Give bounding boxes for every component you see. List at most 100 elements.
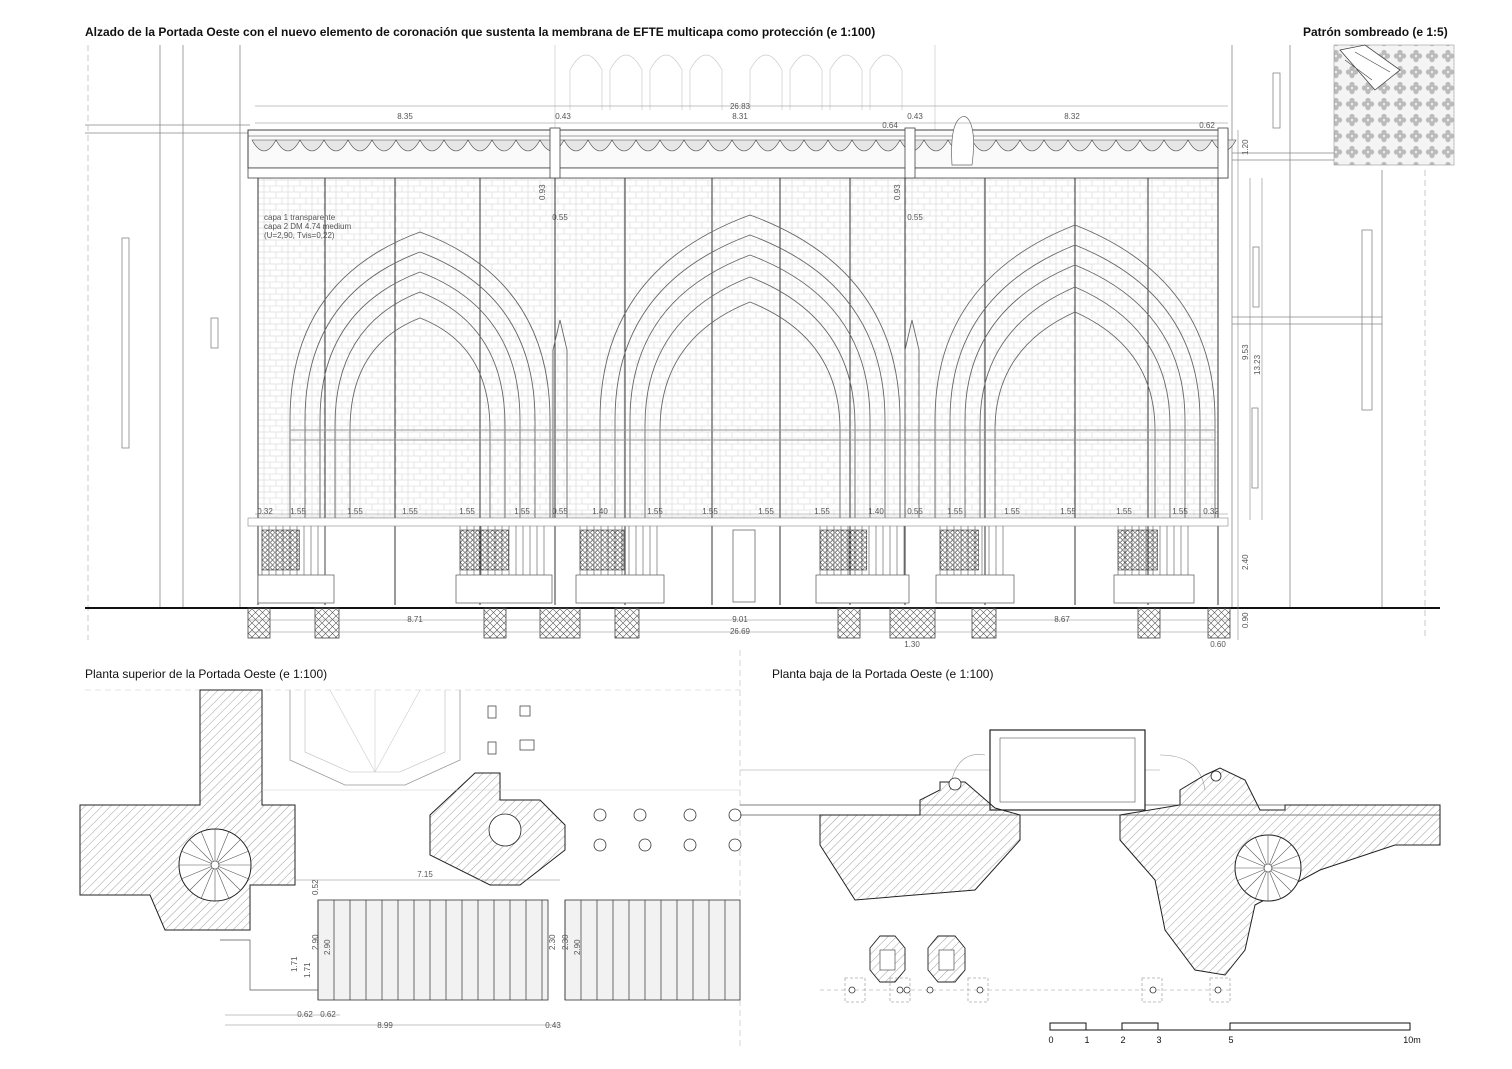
dim-left-span: 8.35 xyxy=(397,112,413,121)
upper-plan-dimension-labels: 7.15 0.52 2.90 2.90 1.71 1.71 0.62 0.62 … xyxy=(290,870,582,1030)
stair-newel xyxy=(210,860,220,870)
column-point xyxy=(926,986,934,994)
foundation-footing xyxy=(247,607,271,639)
pier-symbol xyxy=(683,808,697,822)
stair-tread xyxy=(181,864,216,880)
stair-tread xyxy=(214,839,241,866)
octagonal-vault xyxy=(289,690,461,786)
dim-plan-e: 0.62 xyxy=(297,1010,313,1019)
dim-bay-6: 1.55 xyxy=(647,507,663,516)
jamb-plinth xyxy=(455,574,553,604)
upper-plan-title: Planta superior de la Portada Oeste (e 1… xyxy=(85,667,328,681)
dim-mid-a: 0.55 xyxy=(552,507,568,516)
dim-center-span: 8.31 xyxy=(732,112,748,121)
dim-v-top: 1.20 xyxy=(1241,139,1250,155)
dim-bay-9: 1.55 xyxy=(814,507,830,516)
dim-bay-13: 1.55 xyxy=(1116,507,1132,516)
dim-bay-5: 1.55 xyxy=(514,507,530,516)
dim-mid-b: 1.40 xyxy=(592,507,608,516)
dim-bay-2: 1.55 xyxy=(347,507,363,516)
tracery-panel xyxy=(459,529,509,571)
stair-tread xyxy=(1255,837,1269,869)
trumeau-pillar xyxy=(732,529,756,603)
pier-symbol xyxy=(728,808,742,822)
column-footprint xyxy=(844,977,866,1003)
dim-left-gap: 0.43 xyxy=(555,112,571,121)
background-tracery xyxy=(554,45,936,130)
scale-tick-3: 3 xyxy=(1156,1035,1161,1045)
dim-v-low: 2.40 xyxy=(1241,554,1250,570)
stair-tread xyxy=(214,864,249,880)
stair-tread xyxy=(189,839,216,866)
annotation-line-2: capa 2 DM 4.74 medium xyxy=(264,222,351,231)
dim-bay-12: 1.55 xyxy=(1060,507,1076,516)
pattern-title: Patrón sombreado (e 1:5) xyxy=(1303,25,1448,39)
stair-tread xyxy=(214,864,241,891)
column-point xyxy=(896,986,904,994)
annotation-line-1: capa 1 transparente xyxy=(264,213,336,222)
statue-figure xyxy=(951,116,974,166)
foundation-footing xyxy=(314,607,340,639)
dim-bay-14: 1.55 xyxy=(1172,507,1188,516)
dim-bay-1: 1.55 xyxy=(290,507,306,516)
dim-plan-k: 2.30 xyxy=(548,934,557,950)
scale-bar: 0 1 2 3 5 10m xyxy=(1048,1022,1421,1045)
stair-tread xyxy=(189,864,216,891)
dim-right-gap-b: 0.43 xyxy=(907,112,923,121)
gothic-arches xyxy=(289,214,1216,520)
dim-pier-a: 0.93 xyxy=(538,184,547,200)
right-building xyxy=(1231,45,1426,640)
dim-footing-right: 0.60 xyxy=(1210,640,1226,649)
dim-pier-b: 0.55 xyxy=(552,213,568,222)
pier-symbol xyxy=(633,808,647,822)
column-footprint xyxy=(1209,977,1231,1003)
foundation-footing xyxy=(1207,607,1231,639)
stair-tread xyxy=(1237,855,1269,869)
pier-symbol xyxy=(593,808,607,822)
foundation-footing xyxy=(971,607,997,639)
foundation-footing xyxy=(483,607,507,639)
jamb-plinth xyxy=(1113,574,1195,604)
pier-symbol xyxy=(593,838,607,852)
crown-element xyxy=(247,116,1237,179)
stair-tread xyxy=(214,831,230,866)
dim-end-gap: 0.62 xyxy=(1199,121,1215,130)
hatch-pattern-sample xyxy=(1333,44,1455,166)
stair-tread xyxy=(1267,844,1292,869)
stair-tread xyxy=(200,831,216,866)
stair-tread xyxy=(214,864,230,899)
door-recess xyxy=(989,729,1146,811)
dim-plan-g: 8.99 xyxy=(377,1021,393,1030)
stair-tread xyxy=(1267,855,1299,869)
dim-footing-width: 1.30 xyxy=(904,640,920,649)
upper-plan-dimension-lines xyxy=(225,879,560,1026)
dim-v-foundation: 0.90 xyxy=(1241,612,1250,628)
elevation-drawing: 26.83 8.35 0.43 8.31 0.64 0.43 8.32 0.62… xyxy=(85,45,1440,649)
annotation-line-3: (U=2,90, Tvis=0,22) xyxy=(264,231,335,240)
foundation-footing xyxy=(1137,607,1161,639)
foundation-footing xyxy=(539,607,581,639)
column-point xyxy=(1149,986,1157,994)
scale-tick-10m: 10m xyxy=(1403,1035,1421,1045)
dim-pier-c: 0.93 xyxy=(893,184,902,200)
dimension-lines xyxy=(248,105,1263,640)
dim-plan-h: 0.43 xyxy=(545,1021,561,1030)
column-point xyxy=(1214,986,1222,994)
scale-tick-2: 2 xyxy=(1120,1035,1125,1045)
dim-bay-8: 1.55 xyxy=(758,507,774,516)
upper-plan-drawing: 7.15 0.52 2.90 2.90 1.71 1.71 0.62 0.62 … xyxy=(79,689,742,1030)
membrane-plan xyxy=(220,899,741,1001)
foundation-footing xyxy=(837,607,861,639)
dim-bay-3: 1.55 xyxy=(402,507,418,516)
left-building xyxy=(85,45,250,640)
dim-base-total: 26.69 xyxy=(730,627,751,636)
dimension-labels: 26.83 8.35 0.43 8.31 0.64 0.43 8.32 0.62… xyxy=(257,102,1262,649)
ground-plan-title: Planta baja de la Portada Oeste (e 1:100… xyxy=(772,667,994,681)
stair-tread xyxy=(1237,867,1269,881)
stair-tread xyxy=(1244,867,1269,892)
column-footprint xyxy=(1141,977,1163,1003)
dim-mid-d: 0.55 xyxy=(907,507,923,516)
foundation-footing xyxy=(614,607,640,639)
pier-symbol xyxy=(728,838,742,852)
